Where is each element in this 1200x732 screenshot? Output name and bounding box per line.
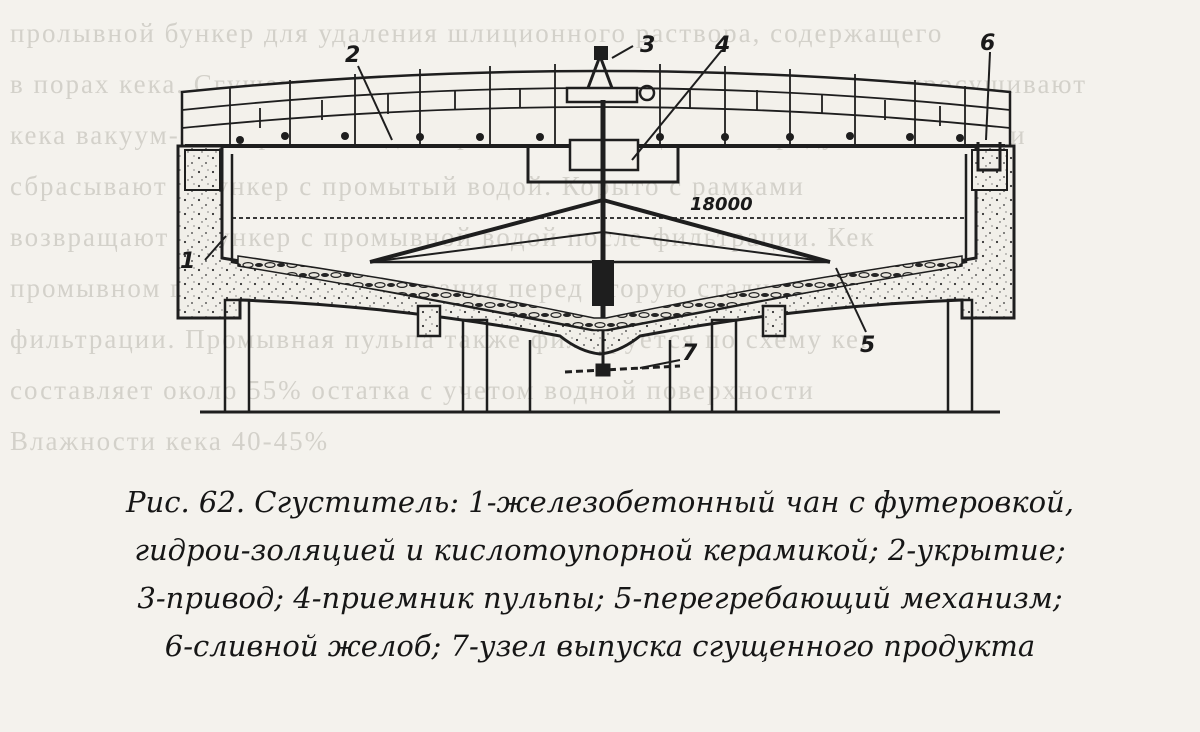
overflow-launder (184, 142, 1008, 191)
roof-outline (180, 69, 1012, 148)
bg-text-line: Влажности кека 40-45% (10, 426, 330, 456)
bg-text-line: возвращают в бункер с промывной водой по… (10, 222, 876, 252)
figure: пролывной бункер для удаления шлиционног… (10, 18, 1085, 456)
callout-7: 7 (682, 341, 698, 366)
roof-bolts (236, 132, 964, 144)
callout-6: 6 (980, 31, 995, 56)
drive-unit (565, 46, 656, 104)
callout-2: 2 (345, 43, 360, 68)
sediment-layer (237, 255, 963, 331)
rake-mechanism (232, 100, 966, 318)
bg-text-line: фильтрации. Промывная пульпа также фильт… (10, 324, 876, 354)
bg-text-line: составляет около 55% остатка с учетом во… (10, 375, 815, 405)
caption-line: Рис. 62. Сгуститель: 1-железобетонный ча… (126, 485, 1074, 519)
roof-cover (180, 64, 1012, 148)
bg-text-line: сбрасывают в бункер с промытый водой. Ко… (10, 171, 805, 201)
callout-1: 1 (180, 249, 195, 274)
caption-line: гидрои-золяцией и кислотоупорной керамик… (134, 533, 1066, 567)
background-show-through-text: пролывной бункер для удаления шлиционног… (10, 18, 1085, 456)
caption-line: 3-привод; 4-приемник пульпы; 5-перегреба… (137, 581, 1063, 615)
support-columns (200, 298, 1000, 414)
callout-5: 5 (860, 333, 875, 358)
callout-4: 4 (714, 33, 730, 58)
discharge-valve (564, 330, 681, 377)
leader-lines (204, 45, 991, 369)
callout-3: 3 (640, 33, 655, 58)
caption-line: 6-сливной желоб; 7-узел выпуска сгущенно… (164, 629, 1036, 663)
bg-text-line: пролывной бункер для удаления шлиционног… (10, 18, 944, 48)
figure-caption: Рис. 62. Сгуститель: 1-железобетонный ча… (0, 478, 1200, 670)
dimension-label: 18000 (690, 194, 753, 215)
callout-labels: 2 3 4 6 1 5 7 18000 (180, 31, 995, 366)
thickener-diagram: 2 3 4 6 1 5 7 18000 (176, 31, 1016, 414)
